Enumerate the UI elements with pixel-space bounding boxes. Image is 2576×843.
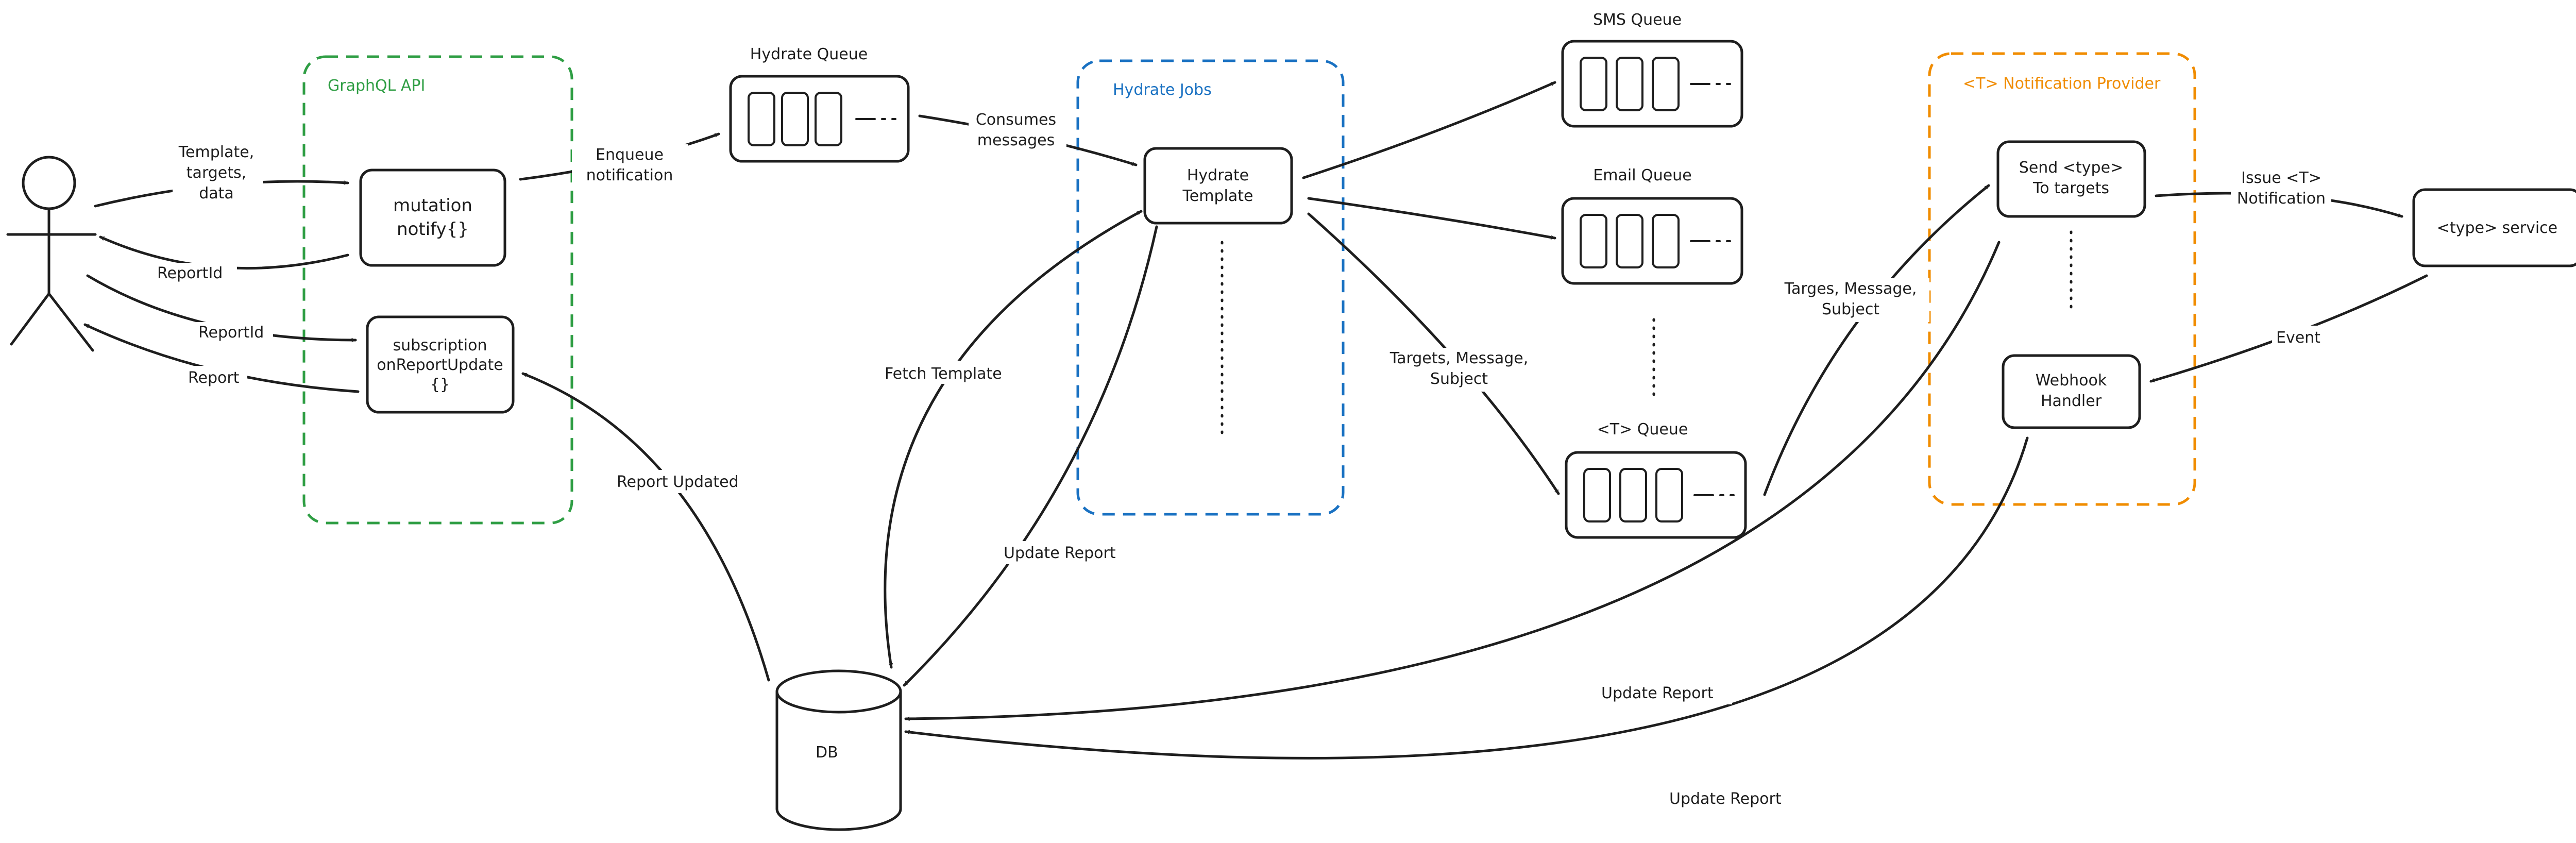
label-consumes-2: messages	[977, 131, 1055, 149]
label-report-id-2: ReportId	[198, 324, 264, 342]
label-update-report-3: Update Report	[1669, 790, 1782, 808]
hydrate-queue-title: Hydrate Queue	[750, 45, 868, 63]
notification-provider-boundary	[1928, 52, 2196, 506]
database-label: DB	[816, 744, 838, 762]
database-node: DB	[775, 669, 902, 831]
type-service-label: <type> service	[2437, 219, 2557, 237]
email-queue-title: Email Queue	[1593, 166, 1691, 184]
webhook-handler-line-1: Webhook	[2036, 372, 2107, 390]
edge-t-queue-to-send	[1763, 184, 1990, 496]
label-update-report-2: Update Report	[1601, 684, 1714, 702]
label-issue-t-2: Notification	[2237, 190, 2326, 208]
user-actor-icon	[6, 156, 97, 352]
email-queue: Email Queue	[1561, 166, 1743, 285]
edge-template-to-sms	[1302, 81, 1556, 179]
graphql-api-boundary	[302, 55, 573, 525]
hydrate-template-node: Hydrate Template	[1143, 147, 1293, 225]
hydrate-template-line-1: Hydrate	[1187, 166, 1249, 184]
graphql-api-group: GraphQL API	[302, 55, 573, 525]
send-to-targets-node: Send <type> To targets	[1996, 140, 2146, 218]
label-template-targets-data-1: Template,	[178, 143, 254, 161]
subscription-node: subscription onReportUpdate {}	[366, 315, 515, 414]
sms-queue-title: SMS Queue	[1593, 11, 1682, 29]
sms-queue: SMS Queue	[1561, 11, 1743, 128]
edge-template-to-email	[1307, 197, 1556, 240]
label-issue-t-1: Issue <T>	[2241, 169, 2321, 187]
t-queue: <T> Queue	[1565, 420, 1747, 539]
edge-template-to-db-update	[903, 225, 1158, 687]
label-fetch-template: Fetch Template	[885, 365, 1002, 383]
hydrate-jobs-group: Hydrate Jobs	[1076, 59, 1345, 516]
label-targets-message-subject-2b: Subject	[1822, 300, 1879, 318]
hydrate-jobs-title: Hydrate Jobs	[1113, 81, 1212, 99]
hydrate-template-line-2: Template	[1182, 187, 1253, 205]
subscription-line-1: subscription	[393, 336, 487, 355]
label-template-targets-data-2: targets,	[187, 164, 246, 182]
t-queue-title: <T> Queue	[1597, 420, 1688, 439]
type-service-node: <type> service	[2412, 188, 2576, 267]
edge-send-to-db-update	[904, 241, 2001, 721]
label-targets-message-subject-1b: Subject	[1430, 370, 1488, 388]
label-update-report-1: Update Report	[1004, 544, 1116, 562]
edge-labels: Template, targets, data ReportId ReportI…	[155, 109, 2331, 811]
notification-provider-title: <T> Notification Provider	[1963, 75, 2161, 93]
edges	[83, 81, 2428, 760]
webhook-handler-node: Webhook Handler	[2002, 354, 2141, 429]
subscription-line-2: onReportUpdate	[377, 356, 503, 374]
label-consumes-1: Consumes	[976, 111, 1056, 129]
label-event: Event	[2276, 329, 2320, 347]
label-report-id-1: ReportId	[157, 264, 223, 282]
label-report-updated: Report Updated	[617, 473, 739, 491]
label-template-targets-data-3: data	[199, 184, 234, 203]
subscription-line-3: {}	[430, 376, 450, 394]
graphql-api-title: GraphQL API	[328, 77, 425, 95]
send-to-targets-line-2: To targets	[2032, 179, 2109, 197]
send-to-targets-line-1: Send <type>	[2019, 159, 2123, 177]
notification-provider-group: <T> Notification Provider	[1928, 52, 2196, 506]
mutation-notify-line-1: mutation	[393, 195, 472, 216]
label-targets-message-subject-1a: Targets, Message,	[1389, 349, 1529, 367]
label-enqueue-1: Enqueue	[596, 146, 664, 164]
edge-db-to-subscription	[521, 372, 770, 682]
label-enqueue-2: notification	[586, 166, 673, 184]
mutation-notify-line-2: notify{}	[397, 219, 469, 240]
webhook-handler-line-2: Handler	[2041, 392, 2102, 410]
edge-db-template-fetch	[884, 210, 1143, 669]
hydrate-jobs-boundary	[1076, 59, 1345, 516]
mutation-notify-node: mutation notify{}	[359, 168, 506, 267]
edge-webhook-to-db-update	[904, 436, 2029, 760]
hydrate-queue: Hydrate Queue	[729, 45, 910, 163]
label-targets-message-subject-2a: Targes, Message,	[1784, 280, 1917, 298]
label-report: Report	[188, 369, 240, 387]
